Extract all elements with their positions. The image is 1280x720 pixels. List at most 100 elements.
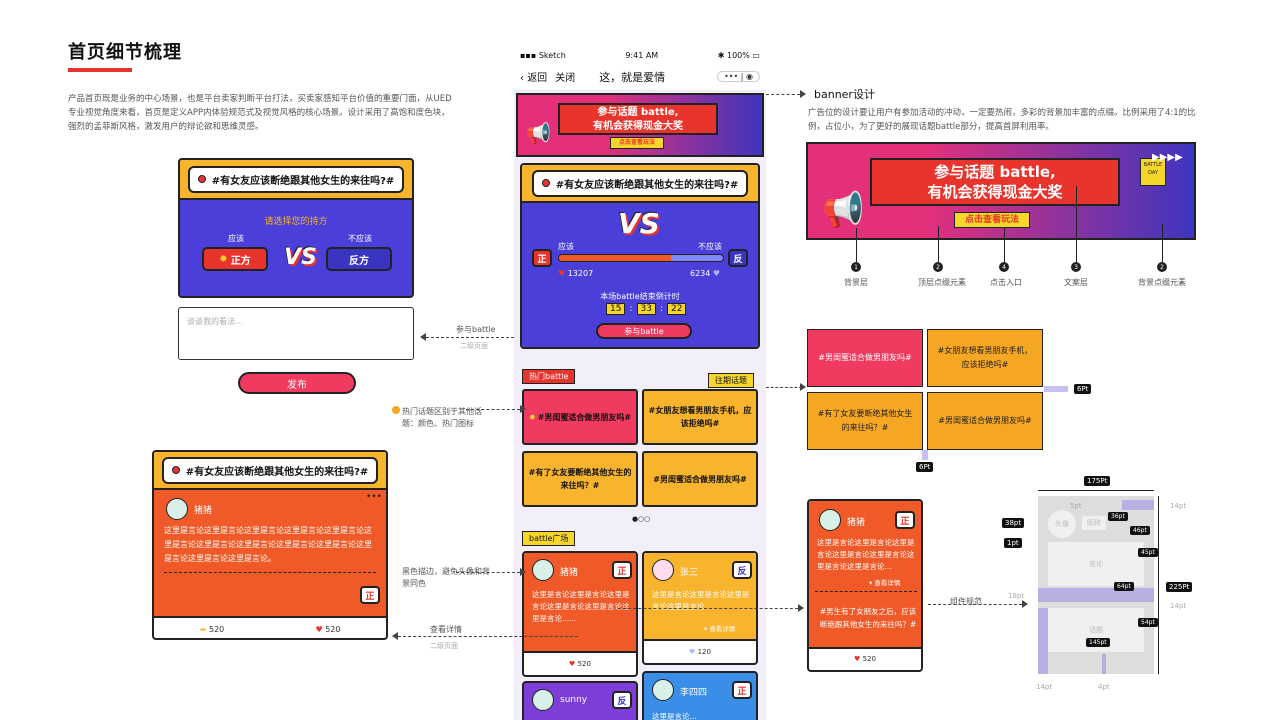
gap-marker [1044,386,1068,392]
status-bar: ▪▪▪ Sketch 9:41 AM ✱ 100% ▭ [514,47,766,63]
topic-tile[interactable]: #有了女友要断绝其他女生的来往吗？# [522,451,638,507]
leader-line [1004,228,1005,262]
hot-tile-text: #男闺蜜适合做男朋友吗# [537,412,632,422]
hot-tile[interactable]: ✹#男闺蜜适合做男朋友吗# [522,389,638,445]
topic-pill: #有女友应该断绝跟其他女生的来往吗?# [187,165,405,193]
detail-card-header: #有女友应该断绝跟其他女生的来往吗?# [154,452,386,490]
comment-card[interactable]: 李四四 正 这里是言论... [642,671,758,720]
gap-marker [922,450,928,460]
comment-card[interactable]: 猪猪 正 这里是言论这里是言论这里是言论这里是言论这里是言论这里是言论.....… [522,551,638,677]
back-label: 返回 [527,73,548,84]
avatar [532,559,554,581]
capsule-more-icon: ••• [724,72,739,81]
outline-arrow-head [520,568,526,576]
arrow-deco-icon: ▶▶▶▶ [1152,152,1183,163]
heart-icon: ♥ [315,624,323,634]
avatar [819,509,841,531]
pro-count: ♥ 13207 [558,269,593,278]
pro-badge: 正 [612,561,632,579]
card-arrow-line [618,608,798,609]
leader-line [856,228,857,262]
topic-tile[interactable]: #女朋友想看男朋友手机，应该拒绝吗# [642,389,758,445]
page-description: 产品首页既是业务的中心场景，也是平台卖家判断平台打法，买卖家感知平台价值的重要门… [68,94,452,132]
con-badge: 反 [612,691,632,709]
banner-title: 参与话题 battle, 有机会获得现金大奖 [558,103,718,135]
like-count: 520 [325,624,341,634]
spec-comment-card: 猪猪 正 这里是言论这里是言论这里是言论这里是言论这里是言论这里是言论这里是言论… [807,499,923,672]
capsule-menu[interactable]: ••• | ◉ [717,71,760,82]
phone-mockup: ▪▪▪ Sketch 9:41 AM ✱ 100% ▭ ‹ 返回 关闭 这，就是… [514,47,766,720]
heart-icon: ♥ [569,660,576,668]
past-topics-link[interactable]: 往期话题 [708,373,754,388]
view-detail-annotation: 查看详情 [430,625,462,634]
view-detail-link[interactable]: ▾ 查看详情 [704,625,736,633]
view-detail-link: ▾ 查看详情 [869,579,901,587]
label-number: 4 [999,262,1009,272]
con-heart-icon: ♥ [712,269,721,278]
banner[interactable]: 📢 参与话题 battle,有机会获得现金大奖 点击查看玩法 [516,93,764,157]
topic-text: #有女友应该断绝跟其他女生的来往吗?# [211,175,395,187]
spec-label: 38pt [1002,518,1025,528]
pro-button[interactable]: ✹正方 [202,247,268,271]
battle-square-tag: battle广场 [522,531,576,546]
con-label: 不应该 [348,234,372,243]
banner-large-title-line2: 有机会获得现金大奖 [927,183,1063,201]
vs-icon: VS [284,245,317,270]
banner-large-title: 参与话题 battle, 有机会获得现金大奖 [870,158,1120,206]
spec-avatar: 头像 [1048,510,1076,538]
spacing-marker [1038,608,1048,674]
battle-pro-label: 应该 [558,242,574,251]
topic-dot-icon [197,175,206,183]
post-button[interactable]: 发布 [238,372,356,394]
spec-label: 1pt [1004,538,1022,548]
battle-body: VS 应该 不应该 正 反 ♥ 13207 6234 ♥ 本场battle结束倒… [522,203,758,347]
join-battle-button[interactable]: 参与battle [596,323,692,339]
close-button[interactable]: 关闭 [555,73,576,84]
hot-note-dot-icon [392,406,400,414]
like-button[interactable]: ♥ 520 [270,625,386,634]
gap-label: 6Pt [1074,384,1092,394]
spec-text-box: 言论 [1048,542,1144,586]
spec-label: 14pt [1036,683,1053,691]
banner-large-title-line1: 参与话题 battle, [934,163,1056,181]
comment-card[interactable]: sunny 反 [522,681,638,720]
countdown-minutes: 33 [636,303,656,315]
spec-username: 猪猪 [847,518,866,528]
spec-label: 145pt [1086,638,1110,647]
more-icon[interactable]: ••• [366,492,382,502]
label-number: 2 [1157,262,1167,272]
con-count-value: 6234 [690,269,711,278]
level2-annotation: 二级页面 [460,342,488,350]
con-button[interactable]: 反方 [326,247,392,271]
banner-title-line2: 有机会获得现金大奖 [593,121,683,132]
vote-card-header: #有女友应该断绝跟其他女生的来往吗?# [180,160,412,200]
comment-username: 猪猪 [560,568,579,578]
battle-pro-badge[interactable]: 正 [532,249,552,267]
avatar [652,559,674,581]
battle-con-label: 不应该 [698,242,722,251]
spec-topic-tile: #有了女友要断绝其他女生的来往吗？# [807,392,923,450]
card-arrow-head [798,604,804,612]
countdown: 15: 33: 22 [606,303,687,315]
topic-tile[interactable]: #男闺蜜适合做男朋友吗# [642,451,758,507]
battle-card: #有女友应该断绝跟其他女生的来往吗?# VS 应该 不应该 正 反 ♥ 1320… [520,163,760,349]
comment-like-count: 520 [577,660,591,668]
label-number: 2 [933,262,943,272]
spec-label: 14pt [1170,602,1187,610]
comment-likes: ♥ 520 [524,653,636,675]
battle-day-badge: BATTLE DAY [1140,158,1166,186]
countdown-seconds: 22 [667,303,687,315]
spec-label: 4pt [1098,683,1110,691]
banner-title-line1: 参与话题 battle, [597,107,679,118]
back-button[interactable]: ‹ 返回 [520,73,548,84]
share-button[interactable]: ➦ 520 [154,625,270,634]
battle-con-badge[interactable]: 反 [728,249,748,267]
banner-arrow [766,90,806,98]
leader-line [1162,224,1163,262]
label-number: 3 [1071,262,1081,272]
spec-label: 64pt [1114,582,1134,591]
pager-dots: ●○○ [632,515,651,523]
banner-cta[interactable]: 点击查看玩法 [610,137,664,149]
share-count: 520 [208,624,225,634]
opinion-input[interactable]: 谈谈我的看法... [178,307,414,360]
